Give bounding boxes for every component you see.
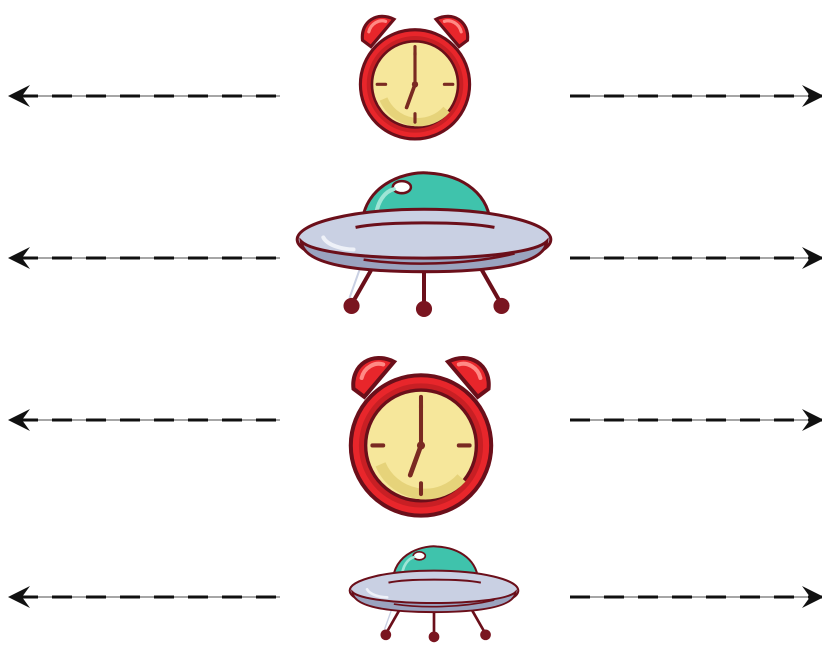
left-dashed-arrow-icon [0,585,290,609]
left-dashed-arrow-icon [0,84,290,108]
alarm-clock-icon [352,8,478,146]
right-dashed-arrow-icon [562,408,822,432]
right-dashed-arrow-icon [562,84,822,108]
left-dashed-arrow-icon [0,408,290,432]
ufo-icon [293,165,555,321]
right-dashed-arrow-icon [562,585,822,609]
alarm-clock-icon [340,348,502,524]
ufo-icon [347,541,521,645]
left-dashed-arrow-icon [0,246,290,270]
right-dashed-arrow-icon [562,246,822,270]
